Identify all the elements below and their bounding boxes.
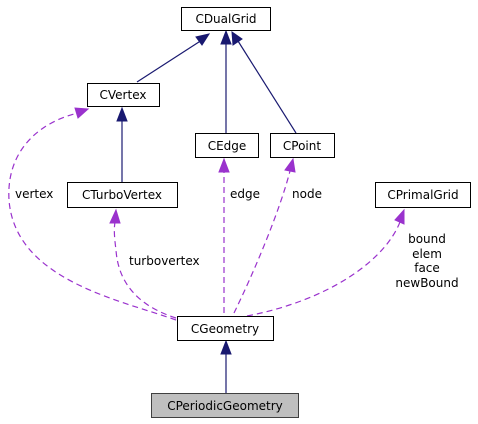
arrowhead-point-dualgrid (231, 30, 243, 46)
node-label: CPrimalGrid (387, 188, 458, 202)
arrowhead-turbovertex-vertex (116, 106, 128, 122)
arrowhead-edge-dualgrid (220, 29, 232, 45)
node-box (151, 393, 299, 418)
usage-edge-turbovertex (113, 221, 177, 319)
edge-label-bound: bound (408, 232, 446, 246)
node-cvertex[interactable]: CVertex (87, 83, 160, 107)
node-label: CDualGrid (195, 12, 256, 26)
usage-edge-primalgrid (246, 221, 401, 317)
node-cdualgrid[interactable]: CDualGrid (181, 7, 271, 31)
edge-label-elem: elem (412, 247, 442, 261)
node-cedge[interactable]: CEdge (195, 133, 259, 158)
edge-label-turbovertex: turbovertex (129, 254, 200, 268)
edge-label-newbound: newBound (395, 276, 458, 290)
node-label: CTurboVertex (82, 188, 162, 202)
node-cprimalgrid[interactable]: CPrimalGrid (375, 182, 471, 208)
node-box (195, 133, 259, 158)
node-label: CGeometry (191, 322, 259, 336)
edge-label-face: face (414, 261, 440, 275)
node-cgeometry[interactable]: CGeometry (177, 316, 274, 341)
edge-label-edge: edge (230, 187, 260, 201)
edge-labels: vertex edge node turbovertex bound elem … (15, 187, 459, 290)
node-box (177, 316, 274, 341)
node-label: CEdge (208, 139, 247, 153)
usage-edges (8, 107, 405, 321)
node-label: CPoint (283, 139, 321, 153)
arrowhead-periodic-geometry (220, 339, 232, 355)
node-label: CVertex (100, 88, 147, 102)
usage-edge-vertex (8, 112, 177, 321)
arrowhead-usage-point (284, 157, 296, 173)
arrowhead-vertex-dualgrid (195, 33, 211, 46)
edge-label-node: node (292, 187, 322, 201)
node-label: CPeriodicGeometry (167, 399, 283, 413)
arrowhead-usage-turbovertex (109, 208, 121, 224)
inheritance-edges (116, 29, 297, 393)
edge-label-vertex: vertex (15, 187, 53, 201)
edge-vertex-to-dualgrid (136, 39, 203, 83)
node-cperiodicgeometry[interactable]: CPeriodicGeometry (151, 393, 299, 418)
arrowhead-usage-primalgrid (394, 208, 405, 225)
node-cpoint[interactable]: CPoint (270, 133, 335, 158)
node-box (67, 182, 178, 208)
arrowhead-usage-edge (218, 157, 230, 173)
node-box (87, 83, 160, 107)
node-box (375, 182, 471, 208)
node-cturbovertex[interactable]: CTurboVertex (67, 182, 178, 208)
arrowhead-usage-vertex (74, 107, 90, 119)
node-box (181, 7, 271, 31)
node-box (270, 133, 335, 158)
edge-point-to-dualgrid (237, 40, 297, 134)
